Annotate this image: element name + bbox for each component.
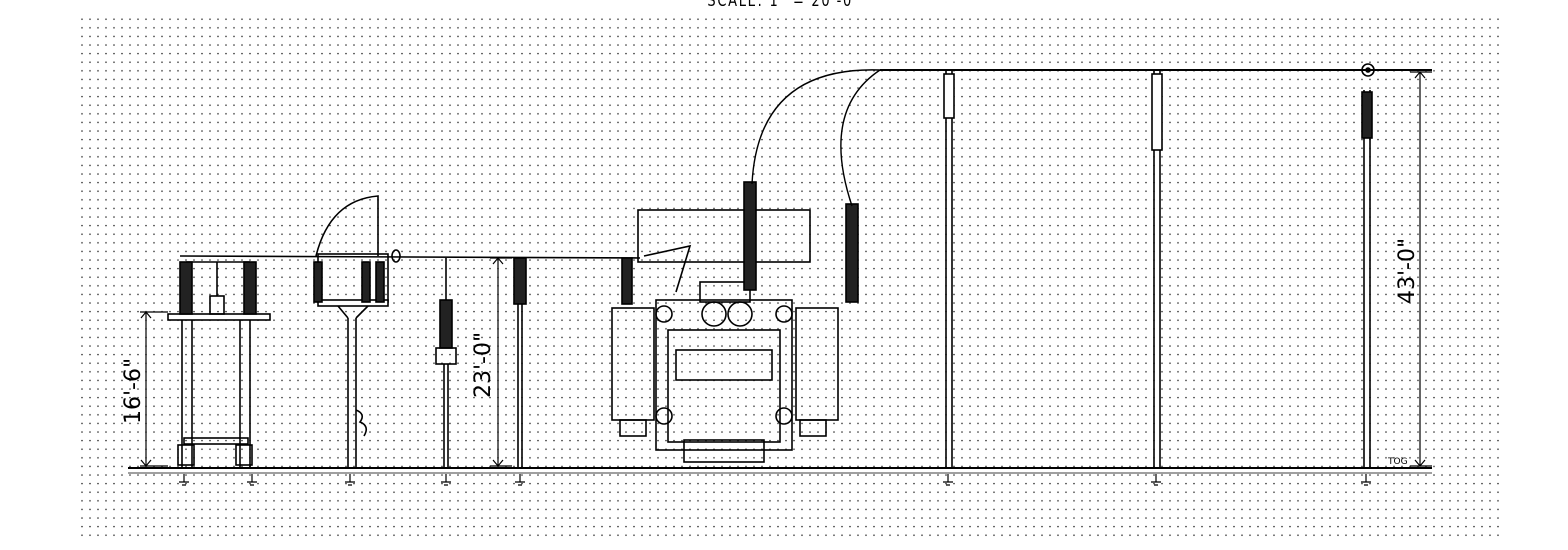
dim-label-16ft: 16'-6" (121, 358, 146, 424)
breaker-structure (167, 261, 271, 468)
tall-column-1 (943, 70, 955, 468)
dim-label-43ft: 43'-0" (1395, 238, 1420, 304)
bushing-lead (751, 69, 883, 207)
dot-grid (78, 18, 1502, 540)
power-transformer (611, 181, 859, 463)
scale-label: SCALE: 1" = 20'-0" (707, 0, 861, 11)
dimension-23ft (490, 257, 512, 467)
low-bus (179, 255, 641, 259)
tall-column-3 (1361, 90, 1373, 468)
tall-column-2 (1151, 70, 1163, 468)
disconnect-switch-structure (313, 195, 389, 468)
bus-support-post (513, 257, 527, 468)
small-note: TOG (1387, 457, 1408, 467)
dimension-16ft (140, 311, 168, 467)
dimension-43ft (1410, 71, 1432, 467)
instrument-transformer-stand (435, 258, 457, 468)
dim-label-23ft: 23'-0" (471, 332, 496, 398)
ground-symbols (179, 474, 1371, 486)
